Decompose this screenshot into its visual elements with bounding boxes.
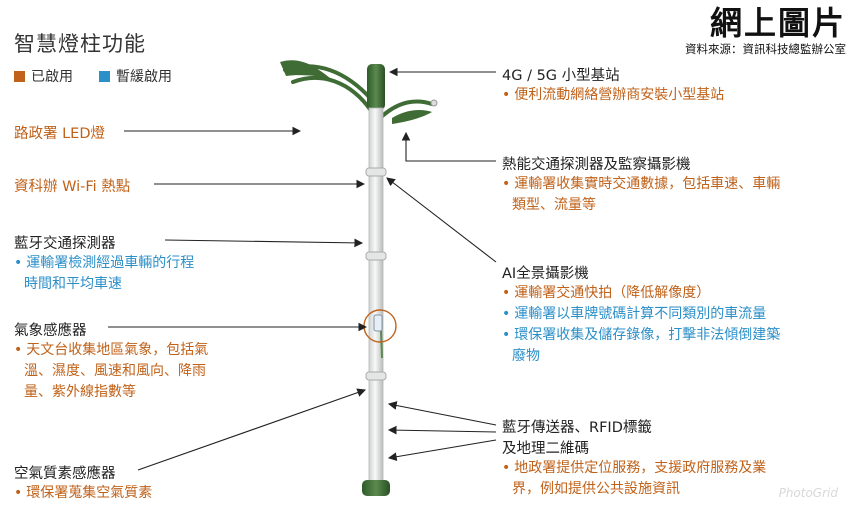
pole-base bbox=[362, 480, 390, 496]
ai-camera-item: 廢物 bbox=[512, 348, 540, 364]
weather-sensor-block: 氣象感應器 天文台收集地區氣象，包括氣 溫、濕度、風速和風向、降雨 量、紫外線指… bbox=[14, 319, 208, 403]
rfid-title-line: 及地理二維碼 bbox=[502, 441, 589, 457]
rfid-block: 藍牙傳送器、RFID標籤 及地理二維碼 地政署提供定位服務，支援政府服務及業 界… bbox=[502, 416, 766, 500]
legend-swatch-deferred bbox=[99, 70, 110, 82]
air-quality-title: 空氣質素感應器 bbox=[14, 466, 116, 482]
bluetooth-detector-item: 時間和平均車速 bbox=[24, 276, 122, 292]
ai-camera-block: AI全景攝影機 運輸署交通快拍（降低解像度） 運輸署以車牌號碼計算不同類別的車流… bbox=[502, 262, 780, 367]
small-cell-item: 便利流動網絡營辦商安裝小型基站 bbox=[502, 85, 724, 106]
thermal-detector-item: 運輸署收集實時交通數據，包括車速、車輛 bbox=[502, 174, 780, 195]
brand-source: 資料來源：資訊科技總監辦公室 bbox=[685, 42, 846, 56]
weather-sensor-item: 溫、濕度、風速和風向、降雨 bbox=[24, 363, 206, 379]
pole-body bbox=[368, 107, 384, 485]
weather-sensor-item: 天文台收集地區氣象，包括氣 bbox=[14, 340, 208, 361]
camera-arm-head bbox=[392, 110, 432, 124]
brand-title: 網上圖片 bbox=[709, 4, 846, 42]
led-lamp-head bbox=[280, 60, 330, 78]
legend: 已啟用 暫緩啟用 bbox=[14, 66, 172, 86]
brand-block: 網上圖片 資料來源：資訊科技總監辦公室 bbox=[685, 4, 846, 57]
bluetooth-detector-item: 運輸署檢測經過車輛的行程 bbox=[14, 253, 194, 274]
small-cell-title: 4G / 5G 小型基站 bbox=[502, 68, 620, 84]
label-wifi-hotspot: 資科辦 Wi-Fi 熱點 bbox=[14, 179, 131, 195]
air-quality-item: 環保署蒐集空氣質素 bbox=[14, 483, 152, 504]
bluetooth-detector-block: 藍牙交通探測器 運輸署檢測經過車輛的行程 時間和平均車速 bbox=[14, 232, 194, 295]
thermal-detector-block: 熱能交通探測器及監察攝影機 運輸署收集實時交通數據，包括車速、車輛 類型、流量等 bbox=[502, 153, 780, 216]
page-title: 智慧燈柱功能 bbox=[14, 32, 146, 56]
bluetooth-detector-title: 藍牙交通探測器 bbox=[14, 236, 116, 252]
weather-sensor-item: 量、紫外線指數等 bbox=[24, 384, 136, 400]
rfid-title-line: 藍牙傳送器、RFID標籤 bbox=[502, 420, 652, 436]
thermal-detector-title: 熱能交通探測器及監察攝影機 bbox=[502, 157, 691, 173]
rfid-item: 界，例如提供公共設施資訊 bbox=[512, 481, 680, 497]
air-quality-block: 空氣質素感應器 環保署蒐集空氣質素 bbox=[14, 462, 152, 504]
rfid-item: 地政署提供定位服務，支援政府服務及業 bbox=[502, 458, 766, 479]
small-cell-block: 4G / 5G 小型基站 便利流動網絡營辦商安裝小型基站 bbox=[502, 64, 724, 106]
small-cell-cap bbox=[367, 64, 385, 110]
ai-camera-item: 環保署收集及儲存錄像，打擊非法傾倒建築 bbox=[502, 325, 780, 346]
legend-swatch-enabled bbox=[14, 70, 25, 82]
label-led-light: 路政署 LED燈 bbox=[14, 126, 106, 142]
thermal-detector-item: 類型、流量等 bbox=[512, 197, 596, 213]
ai-camera-item: 運輸署交通快拍（降低解像度） bbox=[502, 283, 780, 304]
ai-camera-item: 運輸署以車牌號碼計算不同類別的車流量 bbox=[502, 304, 780, 325]
watermark: PhotoGrid bbox=[778, 486, 838, 500]
ai-camera-title: AI全景攝影機 bbox=[502, 266, 589, 282]
weather-sensor-title: 氣象感應器 bbox=[14, 323, 87, 339]
weather-sensor bbox=[373, 314, 383, 332]
legend-label-enabled: 已啟用 bbox=[31, 69, 73, 85]
legend-label-deferred: 暫緩啟用 bbox=[116, 69, 172, 85]
